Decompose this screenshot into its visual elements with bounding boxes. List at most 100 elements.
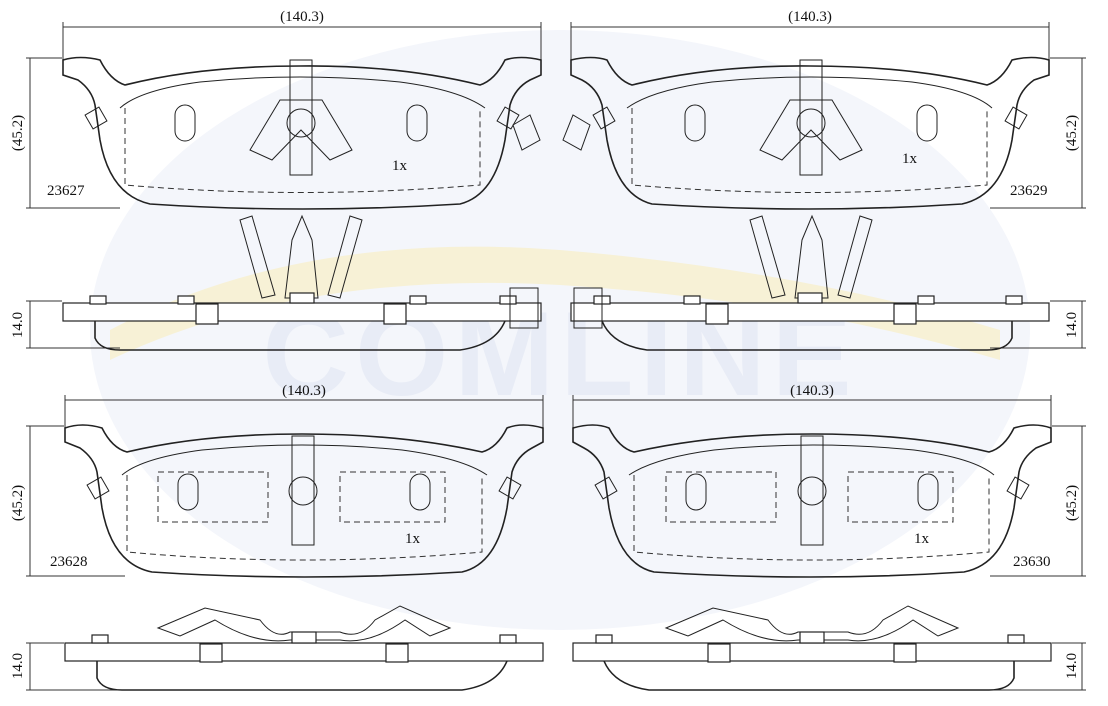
side-backplate — [62, 302, 542, 322]
side-block-2 — [893, 303, 917, 325]
backplate-outline — [64, 424, 544, 578]
quantity-label: 1x — [405, 531, 421, 547]
spring-spine — [799, 59, 823, 176]
part-number: 23630 — [1013, 554, 1051, 570]
friction-top-edge — [121, 444, 488, 476]
center-hole — [796, 108, 826, 138]
thickness-label: 14.0 — [1064, 653, 1080, 679]
friction-hidden-outline — [631, 108, 988, 193]
spring-center-tab — [794, 214, 829, 299]
side-block-1 — [199, 643, 223, 663]
wear-sensor-clip — [562, 114, 591, 151]
side-tab-1 — [595, 634, 613, 644]
side-block-1 — [705, 303, 729, 325]
spring-leg-right — [327, 215, 363, 299]
side-friction — [601, 320, 1013, 351]
thickness-label: 14.0 — [10, 312, 26, 338]
side-tab-1 — [89, 295, 107, 305]
slot-right — [409, 473, 431, 511]
side-friction — [96, 660, 508, 691]
height-label: (45.2) — [1064, 485, 1080, 521]
friction-top-edge — [119, 76, 486, 109]
side-friction — [94, 320, 506, 351]
spring-leg-left — [239, 215, 276, 299]
shim-left — [157, 471, 269, 523]
side-block-1 — [195, 303, 219, 325]
side-tab-3 — [917, 295, 935, 305]
side-tab-4 — [1005, 295, 1023, 305]
height-label: (45.2) — [1064, 115, 1080, 151]
ear-right — [496, 106, 520, 130]
side-spring-clip — [156, 605, 452, 642]
side-backplate — [570, 302, 1050, 322]
side-spring-base — [799, 631, 825, 644]
side-block-2 — [385, 643, 409, 663]
part-number: 23629 — [1010, 183, 1048, 199]
side-backplate — [572, 642, 1052, 662]
thickness-label: 14.0 — [1064, 312, 1080, 338]
side-tab-4 — [1007, 634, 1025, 644]
side-sensor — [573, 287, 603, 329]
ear-right — [1006, 476, 1030, 500]
shim-left — [665, 471, 777, 523]
pad-23629: (140.3) (45.2) 23629 1x 14.0 — [562, 9, 1086, 351]
watermark-swoosh — [110, 246, 1000, 360]
side-friction — [603, 660, 1015, 691]
friction-hidden-outline — [126, 475, 483, 561]
slot-right — [916, 104, 938, 142]
spring-leg-left — [749, 215, 786, 299]
spring-triangle — [249, 99, 353, 161]
side-tab-4 — [499, 295, 517, 305]
quantity-label: 1x — [392, 158, 408, 174]
thickness-label: 14.0 — [10, 653, 26, 679]
friction-top-edge — [628, 444, 995, 476]
side-block-2 — [893, 643, 917, 663]
side-tab-3 — [409, 295, 427, 305]
quantity-label: 1x — [902, 151, 918, 167]
ear-right — [498, 476, 522, 500]
watermark-ellipse — [90, 30, 1030, 630]
width-label: (140.3) — [788, 9, 832, 25]
slot-left — [684, 104, 706, 142]
slot-left — [174, 104, 196, 142]
wear-sensor-clip — [512, 114, 541, 151]
shim-right — [339, 471, 446, 523]
spring-spine — [800, 435, 824, 546]
center-hole — [288, 476, 318, 506]
width-label: (140.3) — [280, 9, 324, 25]
backplate-outline — [62, 56, 542, 210]
side-tab-2 — [683, 295, 701, 305]
friction-top-edge — [626, 76, 993, 109]
side-spring-base — [289, 292, 315, 304]
center-hole — [286, 108, 316, 138]
side-spring-base — [291, 631, 317, 644]
pad-23630: (140.3) (45.2) 23630 1x 14.0 — [572, 383, 1086, 691]
part-number: 23628 — [50, 554, 88, 570]
side-block-1 — [707, 643, 731, 663]
width-label: (140.3) — [790, 383, 834, 399]
slot-left — [177, 473, 199, 511]
pad-23627: (140.3) (45.2) 23627 1x 14.0 — [10, 9, 542, 351]
side-block-2 — [383, 303, 407, 325]
slot-left — [685, 473, 707, 511]
ear-left — [86, 476, 110, 500]
center-hole — [797, 476, 827, 506]
spring-spine — [289, 59, 313, 176]
ear-left — [84, 106, 108, 130]
pad-23628: (140.3) (45.2) 23628 1x 14.0 — [10, 383, 544, 691]
side-spring-clip — [664, 605, 960, 642]
side-tab-2 — [177, 295, 195, 305]
side-sensor — [509, 287, 539, 329]
spring-leg-right — [837, 215, 873, 299]
part-number: 23627 — [47, 183, 85, 199]
slot-right — [406, 104, 428, 142]
spring-triangle — [759, 99, 863, 161]
side-spring-base — [797, 292, 823, 304]
backplate-outline — [572, 424, 1052, 578]
spring-spine — [291, 435, 315, 546]
ear-left — [592, 106, 616, 130]
backplate-outline — [570, 56, 1050, 210]
shim-right — [847, 471, 954, 523]
friction-hidden-outline — [633, 475, 990, 561]
